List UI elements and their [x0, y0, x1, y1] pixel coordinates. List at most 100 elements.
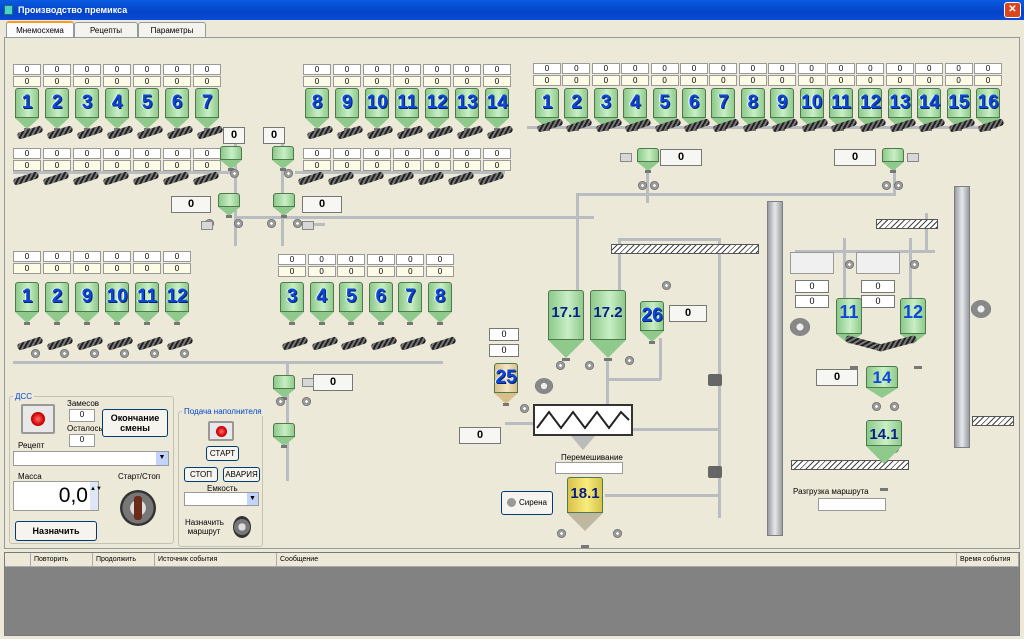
- top_left-bin: 6: [165, 88, 189, 131]
- row2_mid-counter-b: 0: [393, 160, 421, 171]
- hopper: [272, 146, 294, 171]
- filler-alarm-lamp: [208, 421, 234, 441]
- bin-number: 6: [688, 92, 700, 113]
- bin-spout: [880, 488, 888, 491]
- dss-alarm-lamp: [21, 404, 55, 434]
- col-time[interactable]: Время события: [957, 553, 1019, 567]
- spin-arrows-icon[interactable]: ▲▼: [90, 482, 102, 510]
- low_mid-counter: 0: [426, 254, 454, 265]
- top_right-counter-b: 0: [738, 75, 767, 86]
- filler-start-button[interactable]: СТАРТ: [206, 446, 239, 461]
- top_right-counter: 0: [885, 63, 914, 74]
- filler-alarm-button[interactable]: АВАРИЯ: [223, 467, 260, 482]
- chevron-down-icon[interactable]: ▼: [247, 493, 258, 505]
- row2_mid-counter-b: 0: [423, 160, 451, 171]
- low_mid-counter: 0: [337, 254, 366, 265]
- low_left-counter-b: 0: [13, 263, 41, 274]
- bin-cone: [218, 207, 240, 216]
- bin-number: 1: [541, 92, 553, 113]
- bin-cone: [485, 118, 509, 129]
- low_left-counter: 0: [13, 251, 41, 262]
- bin-body: [564, 88, 589, 118]
- col-message[interactable]: Сообщение: [277, 553, 957, 567]
- indicator-box: [302, 221, 314, 230]
- top_left-bin: 7: [195, 88, 219, 131]
- bin-body: [105, 88, 129, 118]
- close-button[interactable]: ✕: [1004, 2, 1021, 18]
- col-source[interactable]: Источник события: [155, 553, 277, 567]
- pipe: [925, 213, 928, 253]
- valve-icon[interactable]: [708, 466, 722, 478]
- bucket-elevator-right: [954, 186, 970, 448]
- row2_mid-counter: 0: [333, 148, 361, 159]
- bin-spout: [562, 358, 570, 361]
- bin-number: 14: [918, 92, 940, 113]
- bin-body: [395, 88, 419, 118]
- row2_left-counter: 0: [13, 148, 41, 159]
- bin-number: 17.2: [593, 304, 623, 321]
- bin-body: [455, 88, 479, 118]
- bin-spout: [84, 322, 90, 325]
- spin-box[interactable]: [856, 252, 900, 274]
- low_left-counter: 0: [103, 251, 131, 262]
- row2_left-counter-b: 0: [133, 160, 161, 171]
- top_left-counter-b: 0: [13, 76, 41, 87]
- bin-number: 11: [830, 92, 852, 113]
- gear-icon: [302, 397, 311, 406]
- bin-body: [220, 146, 242, 160]
- low_left-bin: 9: [75, 282, 99, 325]
- tab-parameters[interactable]: Параметры: [138, 22, 206, 38]
- recipe-select[interactable]: ▼: [13, 451, 169, 466]
- siren-button[interactable]: Сирена: [501, 491, 553, 515]
- top_mid-counter-b: 0: [453, 76, 481, 87]
- spin-box[interactable]: [790, 252, 834, 274]
- mass-field[interactable]: 0,0 ▲▼: [13, 481, 102, 511]
- top_mid-counter-b: 0: [423, 76, 451, 87]
- bin-spout: [54, 322, 60, 325]
- pipe: [576, 193, 894, 196]
- gear-icon: [557, 529, 566, 538]
- bin-body: [882, 148, 904, 162]
- low_left-bin: 12: [165, 282, 189, 325]
- bin-number: 2: [51, 92, 63, 113]
- row2_left-counter-b: 0: [43, 160, 71, 171]
- tab-recipes[interactable]: Рецепты: [74, 22, 138, 38]
- assign-button[interactable]: Назначить: [15, 521, 97, 541]
- gear-icon: [910, 260, 919, 269]
- bin-spout: [281, 445, 287, 448]
- bin-cone: [105, 118, 129, 129]
- low_mid-bin: 3: [280, 282, 304, 325]
- low_left-bin: 2: [45, 282, 69, 325]
- valve-icon[interactable]: [708, 374, 722, 386]
- event-log-header: Повторить Продолжить Источник события Со…: [5, 553, 1019, 567]
- low_mid-bin: 4: [309, 282, 334, 325]
- bin-spout: [604, 358, 612, 361]
- bin-number: 7: [201, 92, 213, 113]
- bin-cone: [866, 388, 898, 398]
- col-repeat[interactable]: Повторить: [31, 553, 93, 567]
- bin-body: [770, 88, 795, 118]
- bin-body: [75, 88, 99, 118]
- tank-select[interactable]: ▼: [184, 492, 259, 506]
- col-continue[interactable]: Продолжить: [93, 553, 155, 567]
- screw-feeder-icon: [106, 336, 134, 351]
- bin-body: [165, 282, 189, 312]
- low_mid-counter: 0: [278, 254, 306, 265]
- chevron-down-icon[interactable]: ▼: [156, 452, 168, 465]
- filler-stop-button[interactable]: СТОП: [184, 467, 218, 482]
- gear-icon: [556, 361, 565, 370]
- pipe: [646, 168, 649, 203]
- pipe: [843, 238, 846, 308]
- top_mid-counter: 0: [453, 64, 481, 75]
- bin-body: [45, 282, 69, 312]
- top_mid-counter-b: 0: [393, 76, 421, 87]
- end-shift-button[interactable]: Окончание смены: [102, 409, 168, 437]
- toggle-switch-icon[interactable]: [233, 516, 251, 538]
- tab-mnemoscheme[interactable]: Мнемосхема: [6, 21, 74, 38]
- top_mid-bin: 14: [485, 88, 509, 131]
- toggle-switch-icon[interactable]: [120, 490, 156, 526]
- top_right-bin: 14: [917, 88, 942, 131]
- screw-conveyor: [876, 219, 938, 229]
- bin-spout: [24, 322, 30, 325]
- bin-cone: [335, 118, 359, 129]
